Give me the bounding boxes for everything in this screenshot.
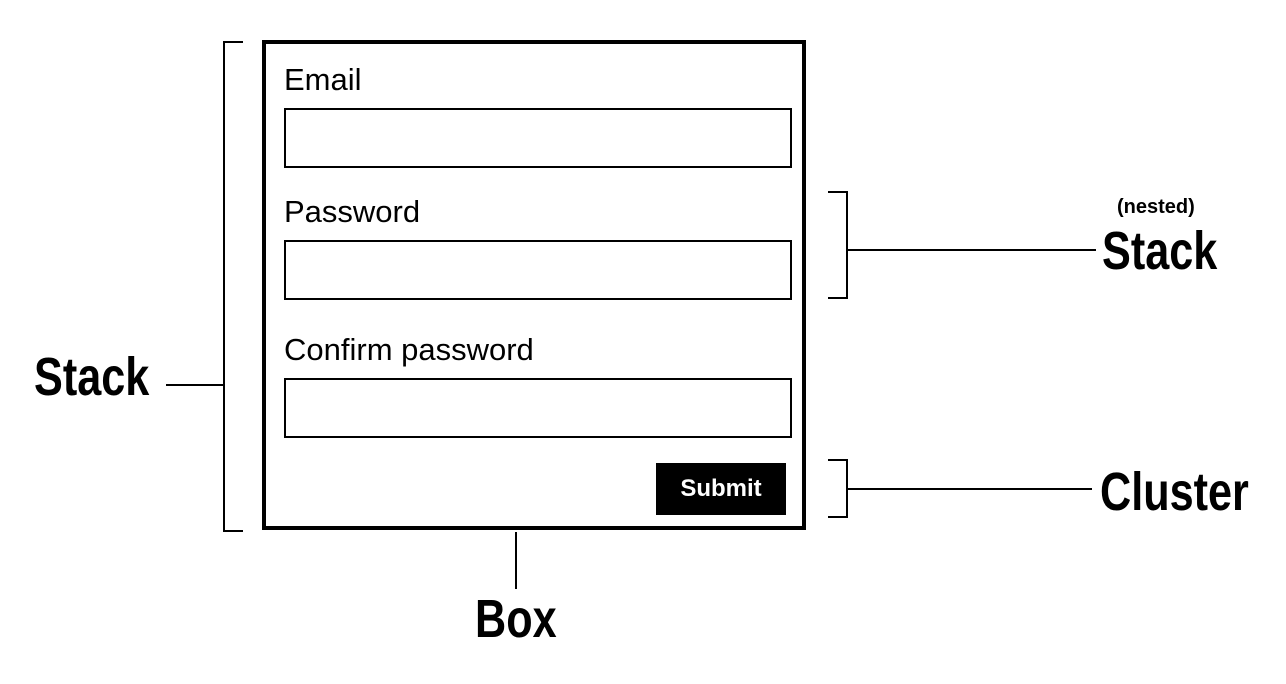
nested-stack-bracket bbox=[828, 191, 848, 299]
nested-qualifier-annotation: (nested) bbox=[1117, 196, 1195, 218]
confirm-password-input[interactable] bbox=[284, 378, 792, 438]
signup-form-box: Email Password Confirm password Submit bbox=[262, 40, 806, 530]
outer-stack-bracket bbox=[223, 41, 243, 532]
cluster-bracket bbox=[828, 459, 848, 518]
password-input[interactable] bbox=[284, 240, 792, 300]
email-label: Email bbox=[284, 62, 362, 97]
nested-stack-annotation: Stack bbox=[1102, 221, 1218, 281]
cluster-annotation: Cluster bbox=[1100, 462, 1249, 522]
box-annotation: Box bbox=[475, 589, 557, 649]
confirm-password-label: Confirm password bbox=[284, 332, 534, 367]
outer-stack-annotation: Stack bbox=[34, 347, 150, 407]
submit-button[interactable]: Submit bbox=[656, 463, 786, 515]
email-input[interactable] bbox=[284, 108, 792, 168]
password-label: Password bbox=[284, 194, 421, 229]
